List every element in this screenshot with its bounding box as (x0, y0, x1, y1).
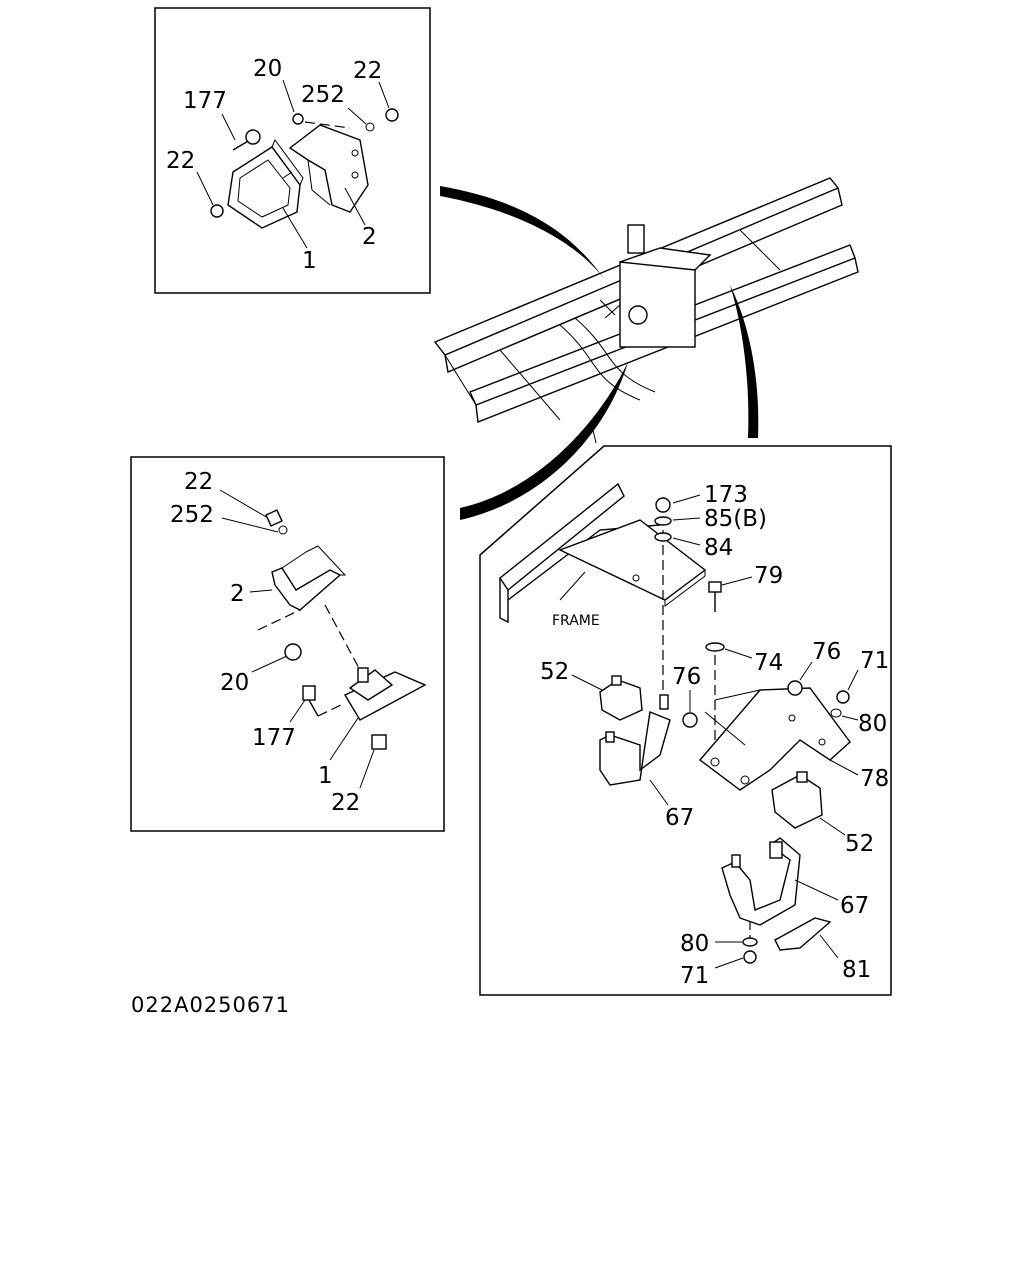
rubber-mount-52-left (599, 679, 643, 721)
callout-1: 1 (302, 248, 317, 274)
top-bracket-2 (288, 124, 369, 213)
washer-252-top (365, 122, 375, 132)
callout-81: 81 (842, 957, 871, 983)
callout-2: 2 (362, 224, 377, 250)
callout-177: 177 (183, 88, 227, 114)
rubber-mount-52-right (771, 774, 823, 829)
callout-22: 22 (331, 790, 360, 816)
top-inset: 20 22 177 252 22 2 1 (154, 7, 431, 294)
bolt-79 (708, 581, 722, 593)
chassis-frame-illustration (433, 177, 859, 444)
callout-71: 71 (680, 963, 709, 989)
bolt-20-top (292, 113, 304, 125)
nut-22-left-top (265, 509, 283, 527)
washer-74 (705, 642, 725, 652)
callout-71: 71 (860, 648, 889, 674)
bolt-177-left (302, 685, 316, 701)
frame-rail: FRAME (499, 482, 707, 629)
engine-mount-housing (619, 261, 696, 348)
washer-85b (654, 516, 672, 526)
callout-22: 22 (353, 58, 382, 84)
frame-label: FRAME (552, 613, 600, 629)
nut-76-right (787, 680, 803, 696)
clamp-67-left (599, 711, 671, 786)
main-detail-border (479, 445, 892, 996)
callout-74: 74 (754, 650, 783, 676)
callout-52: 52 (540, 659, 569, 685)
callout-1: 1 (318, 763, 333, 789)
frame-plate (558, 519, 707, 601)
pointer-arc-left (460, 362, 628, 520)
mount-bracket-78 (698, 687, 851, 791)
clamp-67-right (721, 837, 801, 926)
left-inset-border (130, 456, 445, 832)
callout-20: 20 (253, 56, 282, 82)
callout-80: 80 (858, 711, 887, 737)
callout-22: 22 (166, 148, 195, 174)
washer-80-bottom (742, 937, 758, 947)
pointer-arc-right (730, 285, 759, 438)
callout-76: 76 (812, 639, 841, 665)
callout-173: 173 (704, 482, 748, 508)
main-detail-panel: FRAME (479, 445, 892, 996)
callout-85b: 85(B) (704, 506, 767, 532)
callout-67: 67 (840, 893, 869, 919)
callout-79: 79 (754, 563, 783, 589)
nut-22-left-bottom (371, 734, 387, 750)
pointer-arc-top (440, 186, 605, 280)
callout-76: 76 (672, 664, 701, 690)
left-bracket-2 (271, 567, 342, 611)
washer-80-top (830, 708, 842, 718)
stopper-81 (774, 917, 832, 951)
callout-78: 78 (860, 766, 889, 792)
washer-84 (654, 532, 672, 542)
top-inset-border (154, 7, 431, 294)
nut-22-top-left (210, 204, 224, 218)
nut-71-top (836, 690, 850, 704)
callout-252: 252 (170, 502, 214, 528)
callout-252: 252 (301, 82, 345, 108)
washer-252-left (278, 525, 288, 535)
bolt-177-top (232, 129, 261, 151)
nut-22-top-right (385, 108, 399, 122)
callout-52: 52 (845, 831, 874, 857)
bolt-20-left (284, 643, 302, 661)
callout-67: 67 (665, 805, 694, 831)
callout-80: 80 (680, 931, 709, 957)
drawing-code: 022A0250671 (131, 993, 290, 1017)
callout-22: 22 (184, 469, 213, 495)
nut-76-left (682, 712, 698, 728)
callout-177: 177 (252, 725, 296, 751)
nut-173 (655, 497, 671, 513)
nut-71-bottom (743, 950, 757, 964)
callout-2: 2 (230, 581, 245, 607)
left-inset: 22 252 2 20 177 1 22 (130, 456, 445, 832)
callout-84: 84 (704, 535, 733, 561)
callout-20: 20 (220, 670, 249, 696)
